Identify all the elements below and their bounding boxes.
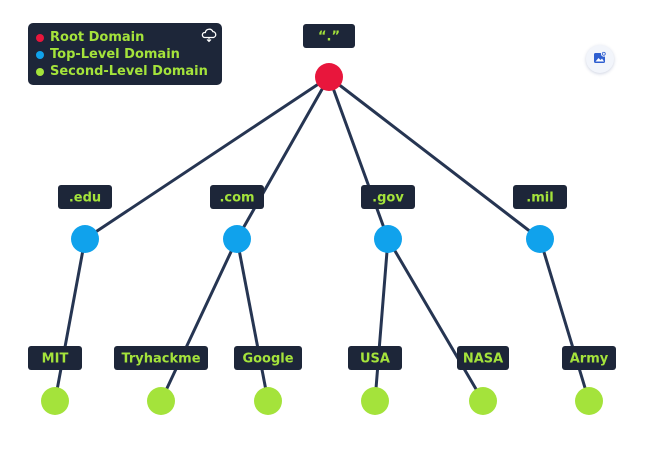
tld-dot-icon: [36, 50, 44, 59]
edge-com-google: [235, 237, 270, 403]
sld-label-nasa: NASA: [457, 346, 509, 370]
tld-label-gov-box: [361, 185, 415, 209]
legend-item-sld: Second-Level Domain: [36, 63, 222, 80]
edge-root-mil: [327, 75, 542, 241]
edge-root-edu: [83, 75, 331, 241]
tld-label-mil: .mil: [513, 185, 567, 209]
root-node: [315, 63, 343, 91]
sld-label-mit-text: MIT: [42, 352, 69, 367]
tld-label-edu: .edu: [58, 185, 112, 209]
add-image-icon: [593, 50, 607, 69]
sld-node-google: [254, 387, 282, 415]
legend: Root Domain Top-Level Domain Second-Leve…: [28, 23, 222, 85]
legend-item-tld: Top-Level Domain: [36, 46, 222, 63]
tld-label-com: .com: [210, 185, 264, 209]
sld-label-tryhackme: Tryhackme: [114, 346, 208, 370]
edge-gov-nasa: [386, 237, 485, 403]
sld-label-tryhackme-box: [114, 346, 208, 370]
root-label-text: “.”: [318, 30, 340, 45]
add-image-button[interactable]: [586, 45, 614, 73]
tld-label-gov: .gov: [361, 185, 415, 209]
legend-label-sld: Second-Level Domain: [50, 64, 208, 79]
sld-dot-icon: [36, 67, 44, 76]
sld-label-tryhackme-text: Tryhackme: [121, 352, 200, 367]
tree-nodes: [41, 63, 603, 415]
tld-label-com-box: [210, 185, 264, 209]
root-label-box: [303, 24, 355, 48]
tld-label-mil-box: [513, 185, 567, 209]
sld-label-army-text: Army: [570, 352, 609, 367]
edge-root-com: [235, 75, 331, 241]
root-label: “.”: [303, 24, 355, 48]
sld-node-usa: [361, 387, 389, 415]
edge-com-tryhackme: [159, 237, 239, 403]
sld-label-army: Army: [562, 346, 616, 370]
sld-label-usa-box: [348, 346, 402, 370]
sld-label-google-box: [234, 346, 302, 370]
sld-node-army: [575, 387, 603, 415]
cloud-sync-icon[interactable]: [200, 26, 218, 48]
sld-label-nasa-box: [457, 346, 509, 370]
legend-label-root: Root Domain: [50, 30, 145, 45]
edge-gov-usa: [373, 237, 390, 403]
sld-label-google-text: Google: [242, 352, 293, 367]
legend-item-root: Root Domain: [36, 29, 222, 46]
tld-label-gov-text: .gov: [372, 191, 404, 206]
tld-label-com-text: .com: [219, 191, 254, 206]
sld-node-nasa: [469, 387, 497, 415]
sld-label-usa-text: USA: [360, 352, 390, 367]
tld-label-edu-text: .edu: [69, 191, 101, 206]
sld-label-army-box: [562, 346, 616, 370]
tld-node-gov: [374, 225, 402, 253]
edge-mil-army: [538, 237, 591, 403]
sld-label-mit: MIT: [28, 346, 82, 370]
legend-label-tld: Top-Level Domain: [50, 47, 180, 62]
sld-label-nasa-text: NASA: [463, 352, 503, 367]
root-dot-icon: [36, 33, 44, 42]
sld-node-mit: [41, 387, 69, 415]
edge-root-gov: [327, 75, 390, 241]
sld-label-mit-box: [28, 346, 82, 370]
tld-label-edu-box: [58, 185, 112, 209]
tld-node-edu: [71, 225, 99, 253]
edge-edu-mit: [53, 237, 87, 403]
tld-node-com: [223, 225, 251, 253]
tld-node-mil: [526, 225, 554, 253]
sld-label-google: Google: [234, 346, 302, 370]
tree-edges: [53, 75, 591, 403]
sld-label-usa: USA: [348, 346, 402, 370]
sld-node-tryhackme: [147, 387, 175, 415]
tld-label-mil-text: .mil: [526, 191, 553, 206]
